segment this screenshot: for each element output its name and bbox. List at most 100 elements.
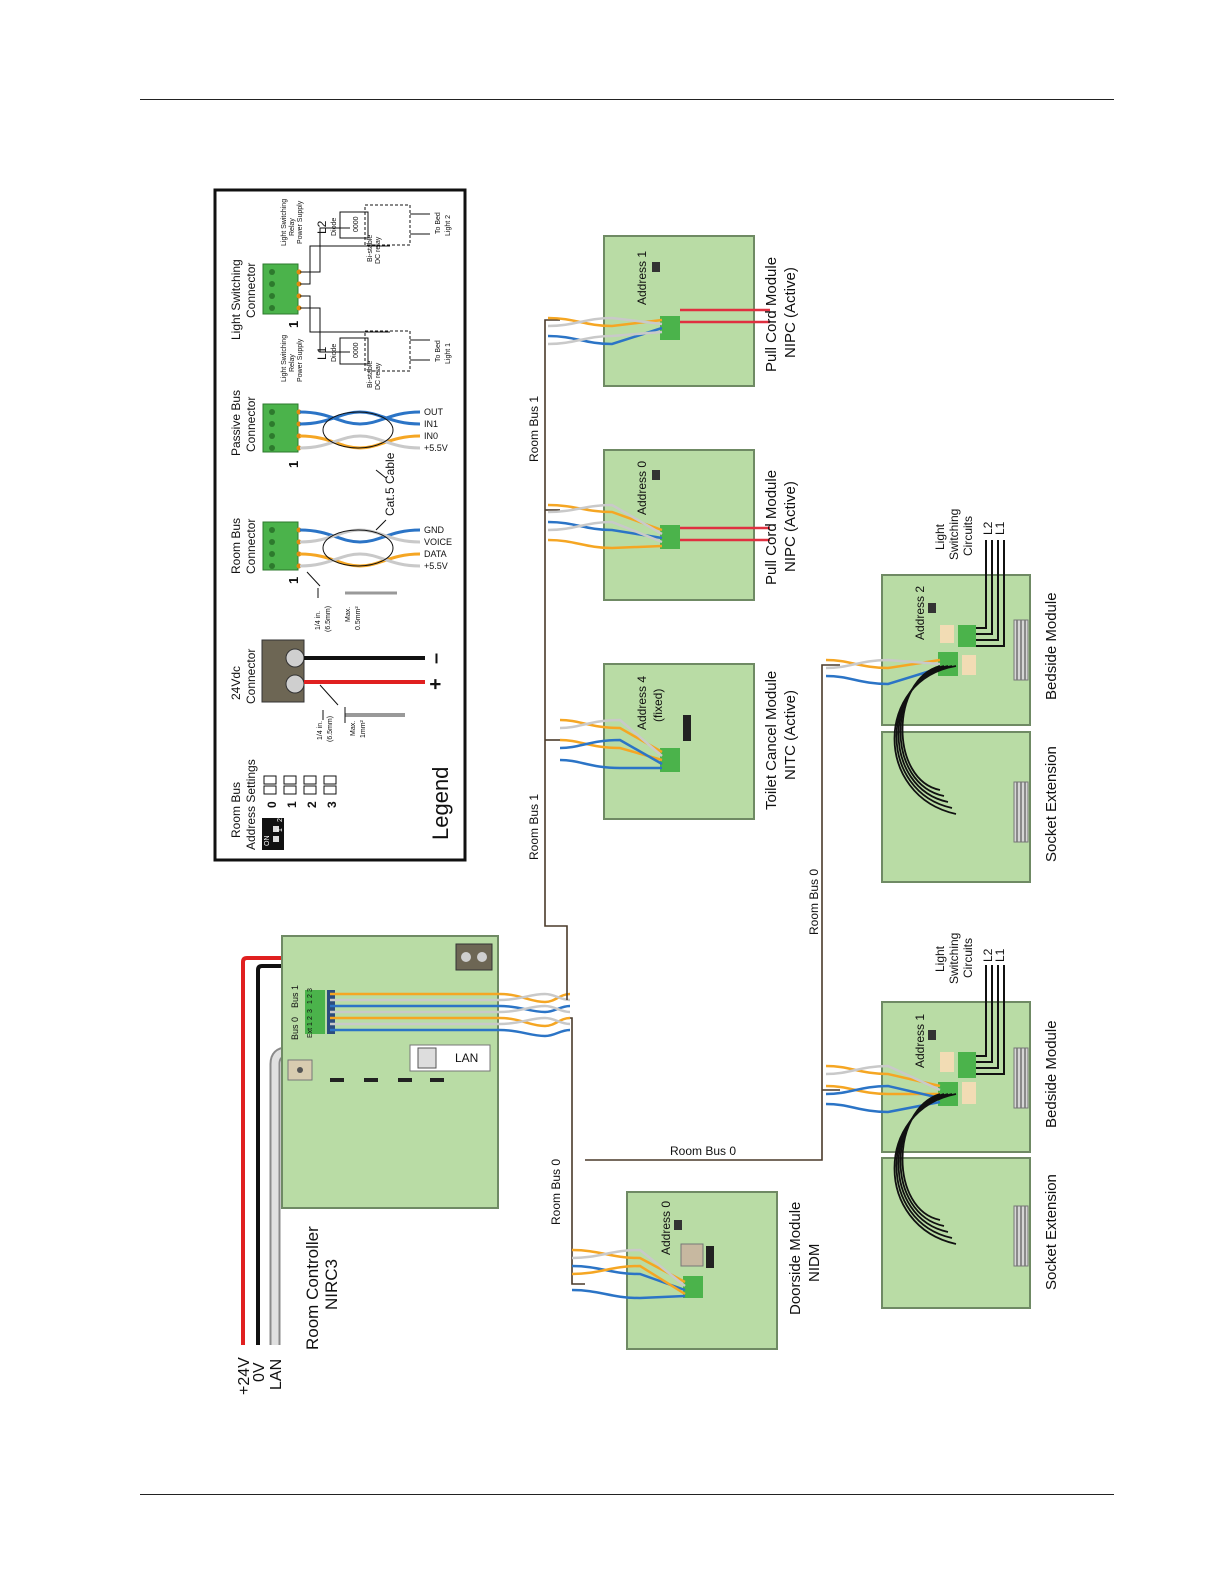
svg-text:L1: L1 bbox=[315, 346, 329, 360]
legend-passive-bus-connector: Passive Bus Connector 1 OUT IN1 IN0 +5.5… bbox=[229, 390, 448, 468]
svg-text:L2: L2 bbox=[981, 521, 995, 535]
toilet-address: Address 4 bbox=[635, 676, 649, 730]
svg-text:L1: L1 bbox=[993, 521, 1007, 535]
svg-text:Power Supply: Power Supply bbox=[297, 338, 304, 382]
svg-text:3: 3 bbox=[307, 1009, 314, 1013]
svg-text:1: 1 bbox=[307, 1000, 314, 1004]
svg-text:2: 2 bbox=[277, 818, 284, 822]
legend-address-settings: Room Bus Address Settings ON 1 2 0 1 2 3 bbox=[229, 759, 339, 850]
svg-text:2: 2 bbox=[307, 994, 314, 998]
bus-trunk-lines bbox=[544, 319, 840, 1285]
legend-power-connector: 24Vdc Connector 1 2 + – 1/4 in. (6.5mm) … bbox=[229, 639, 447, 742]
svg-text:Relay: Relay bbox=[289, 218, 296, 236]
svg-text:1: 1 bbox=[307, 1022, 314, 1026]
svg-text:Connector: Connector bbox=[244, 649, 258, 704]
svg-text:Max.: Max. bbox=[345, 607, 352, 622]
svg-text:(6.5mm): (6.5mm) bbox=[327, 716, 334, 742]
pullcord-1-model: NIPC (Active) bbox=[782, 267, 799, 358]
svg-text:Light: Light bbox=[933, 945, 947, 972]
bedside-2-name: Bedside Module bbox=[1043, 592, 1060, 700]
doorside-name: Doorside Module bbox=[787, 1202, 804, 1315]
svg-text:Light 1: Light 1 bbox=[445, 343, 452, 364]
svg-text:Bi-stable: Bi-stable bbox=[367, 235, 374, 262]
socket-2-name: Socket Extension bbox=[1043, 746, 1060, 862]
svg-text:Connector: Connector bbox=[244, 263, 258, 318]
controller-bus-wires bbox=[330, 992, 571, 1038]
toilet-model: NITC (Active) bbox=[782, 690, 799, 780]
svg-text:Light 2: Light 2 bbox=[445, 215, 452, 236]
svg-text:ON: ON bbox=[264, 836, 271, 847]
svg-text:Bi-stable: Bi-stable bbox=[367, 361, 374, 388]
pull-cord-module-1: Address 1 Pull Cord Module NIPC (Active) bbox=[547, 235, 799, 387]
svg-text:1: 1 bbox=[286, 577, 301, 584]
svg-text:Bus 1: Bus 1 bbox=[290, 985, 300, 1008]
svg-text:2: 2 bbox=[305, 801, 319, 808]
svg-text:1: 1 bbox=[286, 321, 301, 328]
label-plus-24v: +24V bbox=[236, 1357, 253, 1395]
svg-text:Power Supply: Power Supply bbox=[297, 200, 304, 244]
svg-text:Switching: Switching bbox=[947, 509, 961, 560]
svg-text:DC relay: DC relay bbox=[375, 362, 382, 390]
svg-text:Cat.5 Cable: Cat.5 Cable bbox=[383, 452, 397, 516]
label-0v: 0V bbox=[251, 1362, 268, 1382]
pullcord-1-name: Pull Cord Module bbox=[763, 257, 780, 372]
label-room-bus-1-lower: Room Bus 1 bbox=[527, 794, 541, 860]
footer-rule bbox=[140, 1494, 1114, 1495]
svg-text:0000: 0000 bbox=[353, 342, 360, 358]
svg-text:L1: L1 bbox=[993, 948, 1007, 962]
svg-text:To Bed: To Bed bbox=[435, 212, 442, 234]
svg-text:IN0: IN0 bbox=[424, 431, 438, 441]
pullcord-0-address: Address 0 bbox=[635, 461, 649, 515]
doorside-model: NIDM bbox=[806, 1244, 823, 1282]
svg-text:1/4 in.: 1/4 in. bbox=[317, 721, 324, 740]
svg-text:Room Bus: Room Bus bbox=[229, 782, 243, 838]
svg-text:To Bed: To Bed bbox=[435, 340, 442, 362]
legend-light-switching-connector: Light Switching Connector 1 0000 0000 L2 bbox=[229, 199, 452, 390]
legend-room-bus-connector: Room Bus Connector 1 GND VOICE DATA +5.5… bbox=[229, 452, 452, 632]
svg-text:L2: L2 bbox=[315, 220, 329, 234]
pullcord-0-name: Pull Cord Module bbox=[763, 470, 780, 585]
svg-text:Light Switching: Light Switching bbox=[281, 335, 288, 382]
svg-text:DC relay: DC relay bbox=[375, 236, 382, 264]
controller-name: Room Controller bbox=[303, 1226, 322, 1350]
label-room-bus-0-right: Room Bus 0 bbox=[807, 869, 821, 935]
svg-text:0000: 0000 bbox=[353, 216, 360, 232]
socket-1-name: Socket Extension bbox=[1043, 1174, 1060, 1290]
svg-text:Light Switching: Light Switching bbox=[281, 199, 288, 246]
svg-text:+5.5V: +5.5V bbox=[424, 443, 448, 453]
controller-model: NIRC3 bbox=[322, 1259, 341, 1310]
svg-text:Bus 0: Bus 0 bbox=[290, 1017, 300, 1040]
toilet-address-fixed: (fixed) bbox=[651, 689, 665, 722]
toilet-cancel-module: Address 4 (fixed) Toilet Cancel Module N… bbox=[559, 663, 799, 820]
svg-text:Circuits: Circuits bbox=[961, 938, 975, 978]
svg-text:1mm²: 1mm² bbox=[360, 719, 367, 738]
header-rule bbox=[140, 99, 1114, 100]
svg-text:Max.: Max. bbox=[350, 721, 357, 736]
controller-lan-port-label: LAN bbox=[455, 1051, 478, 1065]
svg-text:Light Switching: Light Switching bbox=[229, 259, 243, 340]
doorside-address: Address 0 bbox=[659, 1201, 673, 1255]
svg-text:3: 3 bbox=[325, 801, 339, 808]
svg-text:1: 1 bbox=[277, 828, 284, 832]
svg-text:24Vdc: 24Vdc bbox=[229, 666, 243, 700]
svg-text:0: 0 bbox=[265, 801, 279, 808]
bedside-1-name: Bedside Module bbox=[1043, 1020, 1060, 1128]
svg-text:1/4 in.: 1/4 in. bbox=[315, 611, 322, 630]
svg-text:L2: L2 bbox=[981, 948, 995, 962]
svg-text:Ext: Ext bbox=[307, 1028, 314, 1038]
socket-extension-2: Socket Extension bbox=[881, 665, 1060, 883]
svg-text:–: – bbox=[425, 653, 447, 664]
svg-text:2: 2 bbox=[307, 1016, 314, 1020]
svg-text:Connector: Connector bbox=[244, 397, 258, 452]
svg-text:Switching: Switching bbox=[947, 933, 961, 984]
svg-text:Diode: Diode bbox=[331, 344, 338, 362]
svg-text:+5.5V: +5.5V bbox=[424, 561, 448, 571]
svg-text:Light: Light bbox=[933, 523, 947, 550]
bedside-module-2: Address 2 Light Switching Circuits L2 L1… bbox=[825, 509, 1060, 726]
bedside-2-address: Address 2 bbox=[913, 586, 927, 640]
svg-text:3: 3 bbox=[307, 988, 314, 992]
label-room-bus-0-vertical: Room Bus 0 bbox=[549, 1159, 563, 1225]
legend-title: Legend bbox=[428, 767, 453, 840]
